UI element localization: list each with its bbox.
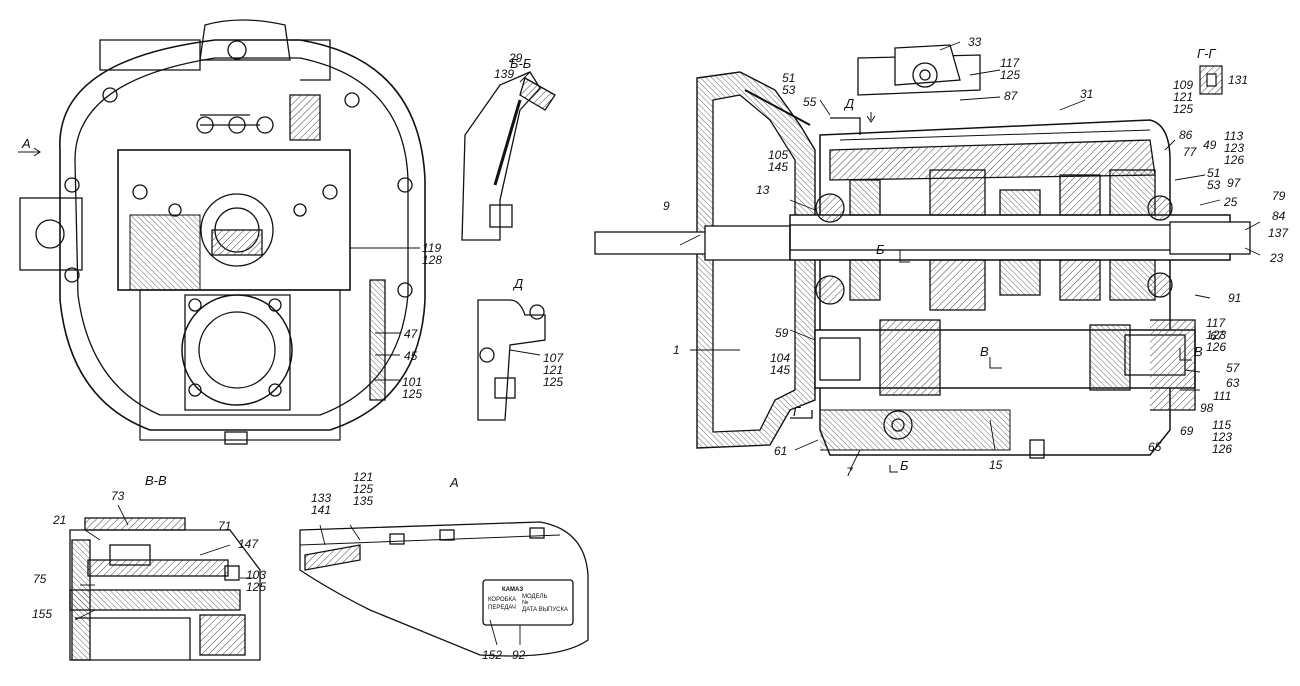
callout-104: 104 145 [770,351,791,377]
callout-119: 119 128 [422,241,443,267]
view-title-vv: В-В [145,473,167,488]
front-view [18,19,426,445]
plate-line2: ПЕРЕДАЧ [488,605,516,611]
callout-111: 111 [1213,389,1232,403]
callout-137: 137 [1268,226,1289,240]
callout-33: 33 [968,35,982,49]
callout-29: 29 [509,51,523,65]
callout-98: 98 [1200,401,1214,415]
callout-155: 155 [32,607,53,621]
callout-92: 92 [512,648,526,662]
view-title-d: Д [512,276,523,291]
callout-139: 139 [494,67,515,81]
section-mark-b2: Б [900,458,909,473]
plate-line1: КОРОБКА [488,597,516,603]
callout-77: 77 [1183,145,1197,159]
view-d [477,299,546,421]
callout-133: 133 141 [311,491,332,517]
callout-121: 121 125 135 [353,470,374,508]
plate-field-no: № [522,599,528,606]
arrow-label-a: А [21,136,31,151]
leader-lines [74,41,1261,646]
view-title-a: А [449,475,459,490]
callout-55: 55 [803,95,817,109]
section-mark-v2: В [1194,344,1203,359]
callout-61: 61 [774,444,788,458]
callout-49: 49 [1203,138,1217,152]
callout-65: 65 [1148,440,1162,454]
callout-45: 45 [404,349,418,363]
callout-63: 63 [1226,376,1240,390]
section-mark-g: Г [793,404,801,419]
section-vv [69,517,261,661]
callout-86: 86 [1179,128,1193,142]
callout-91: 91 [1228,291,1242,305]
callout-79: 79 [1272,189,1286,203]
view-gg [1199,65,1223,95]
main-section [594,44,1251,473]
callout-87: 87 [1004,89,1018,103]
section-mark-b1: Б [876,242,885,257]
callout-47: 47 [404,327,418,341]
callout-113: 113 123 126 [1224,129,1245,167]
callout-115: 115 123 126 [1212,418,1233,456]
callout-71: 71 [218,519,232,533]
plate-brand: КАМАЗ [502,587,523,593]
callout-9: 9 [663,199,670,213]
callout-75: 75 [33,572,47,586]
callout-103: 103 125 [246,568,267,594]
callout-1: 1 [673,343,680,357]
view-a [299,521,589,657]
view-title-gg: Г-Г [1197,46,1216,61]
callout-97: 97 [1227,176,1241,190]
callout-73: 73 [111,489,125,503]
callout-51a: 51 53 [782,71,796,97]
callout-105: 105 145 [768,148,789,174]
callout-117b: 117 123 126 [1206,316,1227,354]
plate-field-model: МОДЕЛЬ [522,594,548,600]
callout-131: 131 [1228,73,1249,87]
arrow-label-d: Д [843,96,854,111]
callout-13: 13 [756,183,770,197]
callout-59: 59 [775,326,789,340]
callout-51b: 51 53 [1207,166,1221,192]
callout-147: 147 [238,537,259,551]
callout-107: 107 121 125 [543,351,564,389]
callout-109: 109 121 125 [1173,78,1194,116]
callout-23: 23 [1270,251,1284,265]
callout-25: 25 [1224,195,1238,209]
callout-67: 67 [1210,329,1224,343]
callout-117a: 117 125 [1000,56,1021,82]
section-mark-v1: В [980,344,989,359]
view-title-bb: Б-Б [510,56,532,71]
callout-7: 7 [846,465,853,479]
callout-31: 31 [1080,87,1094,101]
callout-101: 101 125 [402,375,423,401]
callout-152: 152 [482,648,503,662]
callout-15: 15 [989,458,1003,472]
callout-84: 84 [1272,209,1286,223]
plate-field-date: ДАТА ВЫПУСКА [522,607,568,613]
callout-57: 57 [1226,361,1240,375]
kamaz-nameplate: КАМАЗ КОРОБКА ПЕРЕДАЧ МОДЕЛЬ № ДАТА ВЫПУ… [488,587,568,613]
section-bb [461,71,556,241]
callout-21: 21 [53,513,67,527]
callout-69: 69 [1180,424,1194,438]
